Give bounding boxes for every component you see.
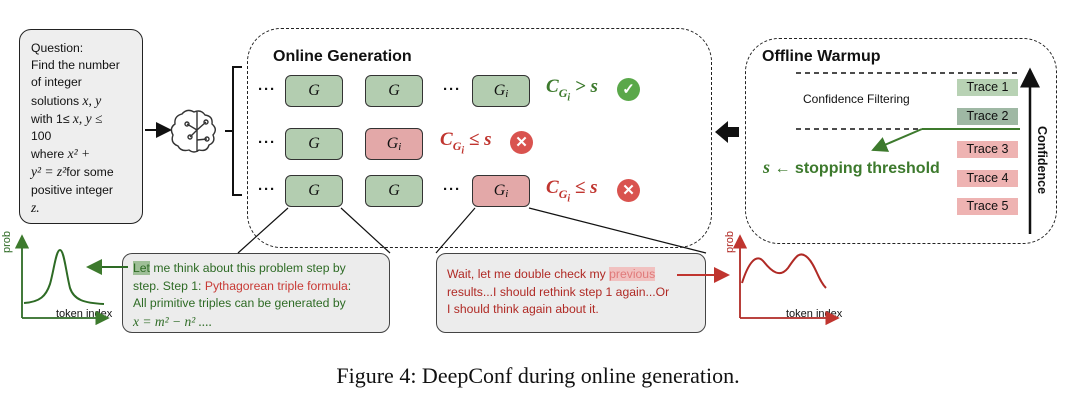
question-line: with 1≤ x, y ≤ (31, 110, 103, 126)
question-box: Question: Find the number of integer sol… (19, 29, 143, 224)
confidence-condition-fail: CGi ≤ s (440, 129, 492, 157)
stopping-threshold-label: s ← stopping threshold (763, 157, 940, 177)
check-icon: ✓ (617, 78, 640, 101)
ellipsis: ··· (443, 181, 461, 198)
question-line: positive integer (31, 182, 113, 197)
generation-bracket (225, 66, 242, 196)
generation-box: G (285, 75, 343, 107)
ellipsis: ··· (258, 181, 276, 198)
high-confidence-trace-text: Let me think about this problem step by … (122, 253, 390, 333)
trace-kept: Trace 1 (957, 79, 1018, 96)
online-generation-panel (247, 28, 712, 248)
ellipsis: ··· (443, 81, 461, 98)
generation-box: G (365, 175, 423, 207)
ellipsis: ··· (258, 134, 276, 151)
trace-filtered: Trace 4 (957, 170, 1018, 187)
ellipsis: ··· (258, 81, 276, 98)
generation-box: G (285, 175, 343, 207)
trace-filtered: Trace 3 (957, 141, 1018, 158)
generation-box: G (365, 75, 423, 107)
confidence-condition-fail: CGi ≤ s (546, 177, 598, 205)
generation-box: G (285, 128, 343, 160)
low-confidence-trace-text: Wait, let me double check my previous re… (436, 253, 706, 333)
right-prob-plot (732, 234, 840, 326)
trace-filtered: Trace 5 (957, 198, 1018, 215)
offline-warmup-panel (745, 38, 1057, 244)
question-line: solutions x, y (31, 92, 102, 108)
online-generation-title: Online Generation (273, 48, 412, 65)
cross-icon: ✕ (617, 179, 640, 202)
figure-caption: Figure 4: DeepConf during online generat… (336, 363, 740, 388)
threshold-arrow (871, 128, 923, 152)
trace-kept: Trace 2 (957, 108, 1018, 125)
cross-icon: ✕ (510, 131, 533, 154)
confidence-condition-pass: CGi > s (546, 76, 598, 104)
offline-to-online-arrow (715, 121, 739, 143)
question-line: z. (31, 199, 40, 215)
question-line: Find the number (31, 58, 120, 73)
left-prob-plot (14, 234, 110, 326)
offline-warmup-title: Offline Warmup (762, 48, 881, 65)
confidence-filtering-label: Confidence Filtering (803, 92, 910, 106)
question-line: where x² + (31, 146, 91, 162)
question-line: 100 (31, 129, 52, 144)
brain-icon (170, 109, 216, 153)
question-line: y² = z²for some (31, 164, 114, 180)
question-line: Question: (31, 41, 84, 55)
question-line: of integer (31, 75, 82, 90)
